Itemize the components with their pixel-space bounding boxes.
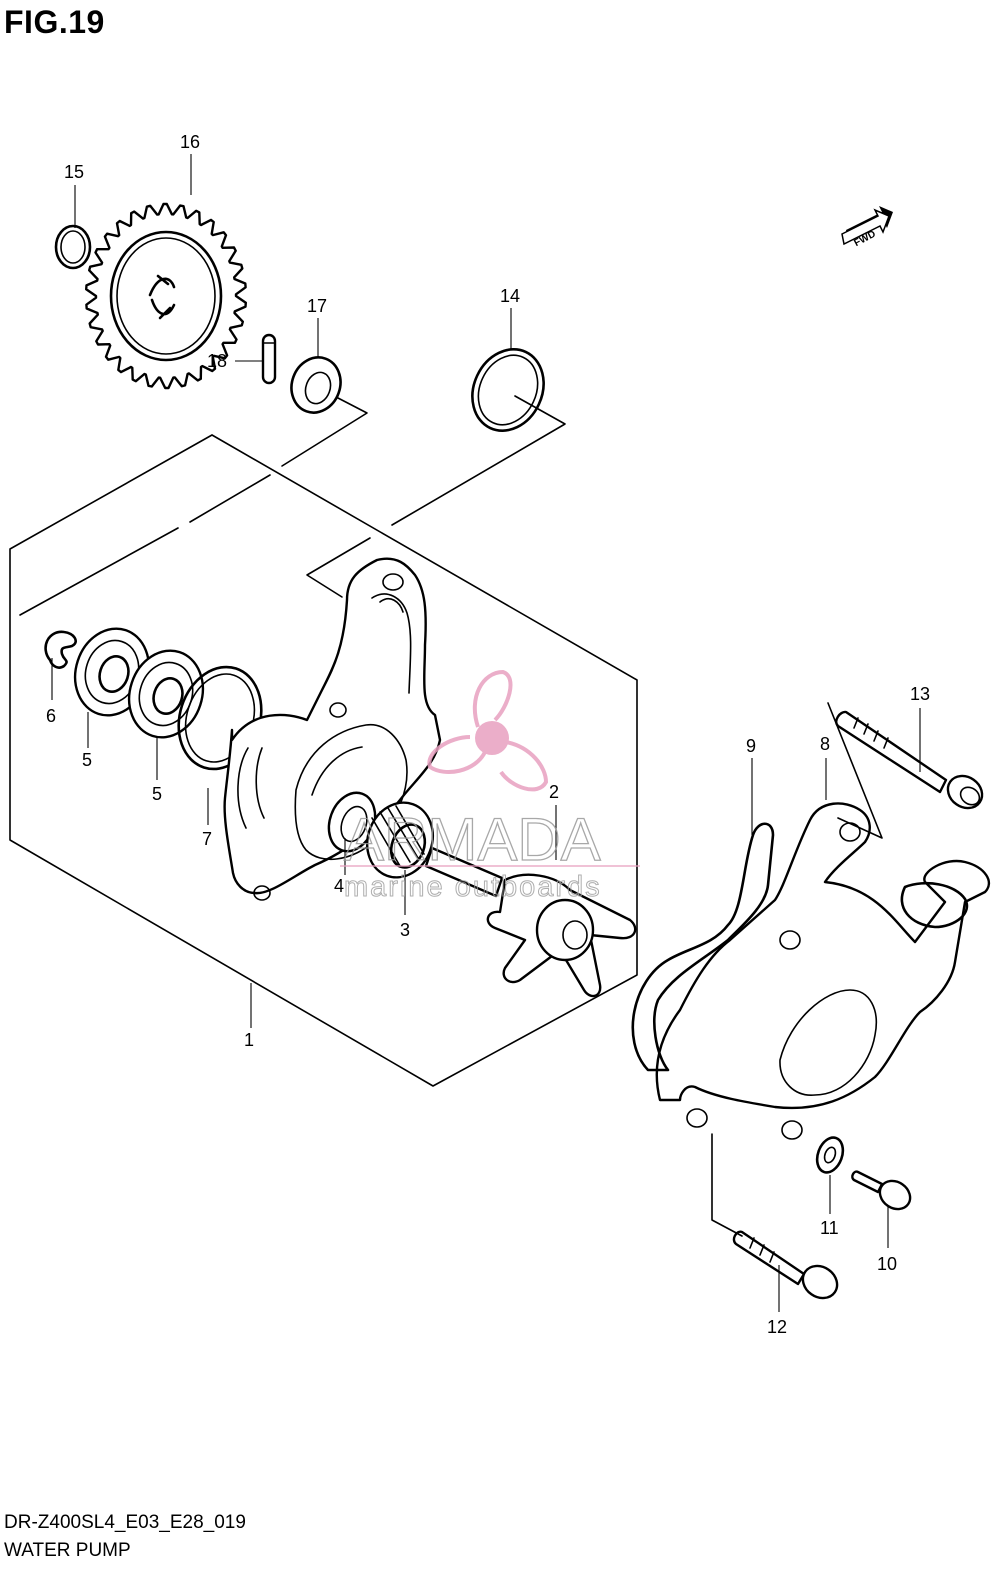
bearing-5b	[127, 649, 205, 739]
watermark-tagline: marine outboards	[344, 871, 602, 903]
impeller-shaft-2	[424, 846, 637, 998]
callout-5b: 5	[152, 784, 162, 804]
figure-title: FIG.19	[4, 4, 105, 40]
watermark-logo: ARMADA marine outboards	[340, 669, 640, 904]
callout-13: 13	[910, 684, 930, 704]
callout-15: 15	[64, 162, 84, 182]
pump-cover-8	[655, 802, 991, 1140]
gasket-9	[631, 822, 775, 1072]
bolt-12	[732, 1230, 839, 1300]
callout-1: 1	[244, 1030, 254, 1050]
bolt-13	[835, 710, 984, 810]
circlip-6	[44, 630, 77, 669]
callout-6: 6	[46, 706, 56, 726]
callout-11: 11	[820, 1218, 839, 1238]
callout-2: 2	[549, 782, 559, 802]
callout-16: 16	[180, 132, 200, 152]
callout-4: 4	[334, 876, 344, 896]
callout-18: 18	[207, 351, 227, 371]
callout-9: 9	[746, 736, 756, 756]
model-code: DR-Z400SL4_E03_E28_019	[4, 1512, 246, 1533]
washer-11	[815, 1136, 845, 1174]
ref-line-17b	[189, 474, 271, 523]
callout-3: 3	[400, 920, 410, 940]
circlip-15	[54, 224, 92, 270]
leader-lines	[51, 154, 921, 1312]
ref-line-13	[827, 702, 883, 839]
pin-18	[261, 333, 277, 385]
callout-12: 12	[767, 1317, 787, 1337]
callout-8: 8	[820, 734, 830, 754]
assembly-1-outline	[9, 434, 638, 1087]
callout-17: 17	[307, 296, 327, 316]
o-ring-14	[471, 348, 545, 432]
ref-line-14b	[306, 537, 371, 598]
callout-10: 10	[877, 1254, 897, 1274]
sprocket-gear-16	[85, 202, 247, 390]
group-name: WATER PUMP	[4, 1540, 131, 1561]
callout-14: 14	[500, 286, 520, 306]
bolt-10	[851, 1170, 912, 1211]
propeller-icon	[427, 669, 549, 792]
ref-line-17	[281, 397, 368, 467]
washer-17	[290, 356, 342, 414]
ref-line-17c	[19, 527, 179, 616]
callout-5a: 5	[82, 750, 92, 770]
fwd-arrow-icon: FWD	[841, 206, 893, 249]
mechanical-seal-3	[366, 801, 434, 879]
ref-line-14	[391, 395, 566, 526]
watermark-brand: ARMADA	[344, 806, 601, 873]
callout-7: 7	[202, 829, 212, 849]
ref-line-12	[711, 1133, 743, 1237]
